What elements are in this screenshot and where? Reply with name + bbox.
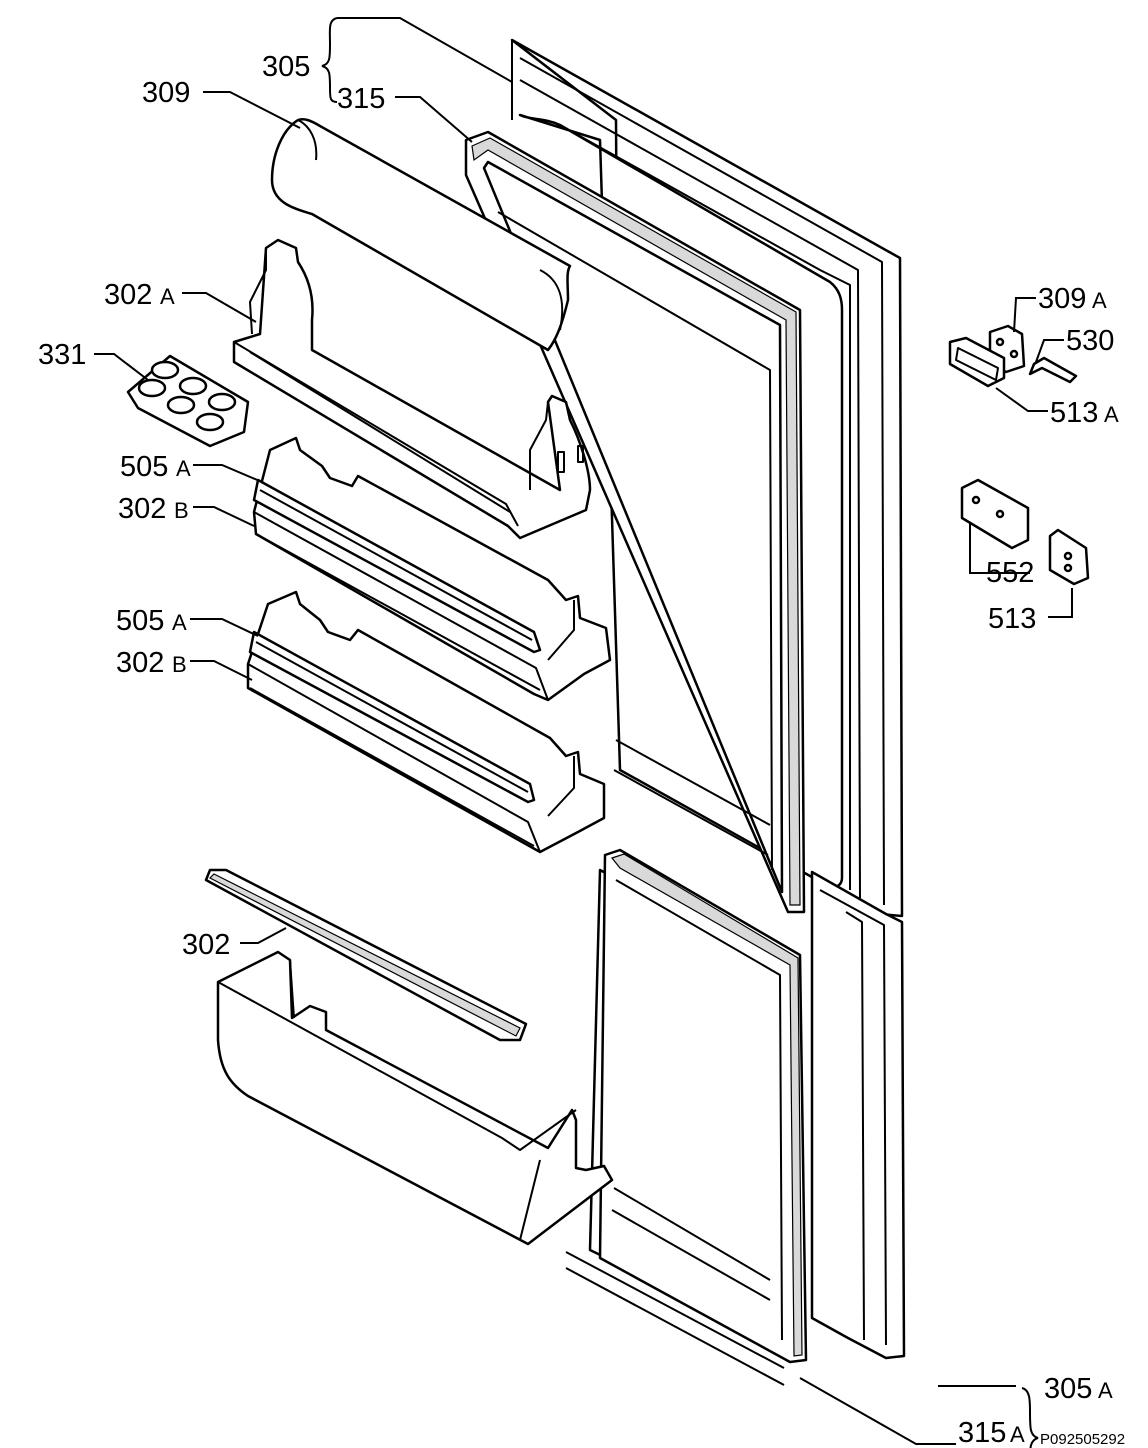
label-309a-suffix: A: [1092, 288, 1107, 313]
leader-lines: [94, 17, 1073, 1445]
label-505a-upper-number: 505: [120, 451, 168, 483]
part-505a-bar-upper: [252, 478, 542, 654]
label-302: 302: [182, 929, 230, 961]
brace-305a: [1021, 1387, 1039, 1448]
label-513a-number: 513: [1050, 397, 1098, 429]
part-513-bracket: [1048, 528, 1090, 586]
callout-labels: 305 315 309 302 A 331 505 A 302 B 505 A …: [38, 51, 1125, 1448]
part-302a-shelf: [232, 238, 592, 540]
label-302b-upper-number: 302: [118, 493, 166, 525]
label-513a-suffix: A: [1104, 402, 1119, 427]
label-315a-number: 315: [958, 1417, 1006, 1448]
label-302a-number: 302: [104, 279, 152, 311]
label-302a-suffix: A: [160, 284, 175, 309]
label-505a-lower-number: 505: [116, 605, 164, 637]
label-315a-suffix: A: [1010, 1422, 1025, 1447]
part-530-clip: [1028, 356, 1078, 384]
label-302b-lower-suffix: B: [172, 652, 187, 677]
part-552-bracket: [960, 478, 1030, 550]
label-505a-upper-suffix: A: [176, 456, 191, 481]
drawing-code: P092505292: [1040, 1431, 1125, 1448]
label-309: 309: [142, 77, 190, 109]
label-505a-lower-suffix: A: [172, 610, 187, 635]
label-302b-upper-suffix: B: [174, 498, 189, 523]
part-302-bottle-rail: [204, 868, 528, 1042]
label-513: 513: [988, 603, 1036, 635]
label-305a-number: 305: [1044, 1373, 1092, 1405]
brace-305: [321, 17, 338, 103]
part-513a-hinge-frame: [948, 336, 1006, 388]
label-331: 331: [38, 339, 86, 371]
label-305: 305: [262, 51, 310, 83]
label-302b-lower-number: 302: [116, 647, 164, 679]
label-309a-number: 309: [1038, 283, 1086, 315]
part-331-egg-tray: [126, 354, 250, 448]
part-309-flap: [270, 118, 572, 352]
label-305a-suffix: A: [1098, 1378, 1113, 1403]
part-302-bottle-shelf: [216, 950, 614, 1246]
label-530: 530: [1066, 325, 1114, 357]
lower-door-gasket: [565, 848, 808, 1386]
label-315: 315: [337, 83, 385, 115]
part-505a-bar-lower: [248, 630, 536, 804]
label-552: 552: [986, 557, 1034, 589]
